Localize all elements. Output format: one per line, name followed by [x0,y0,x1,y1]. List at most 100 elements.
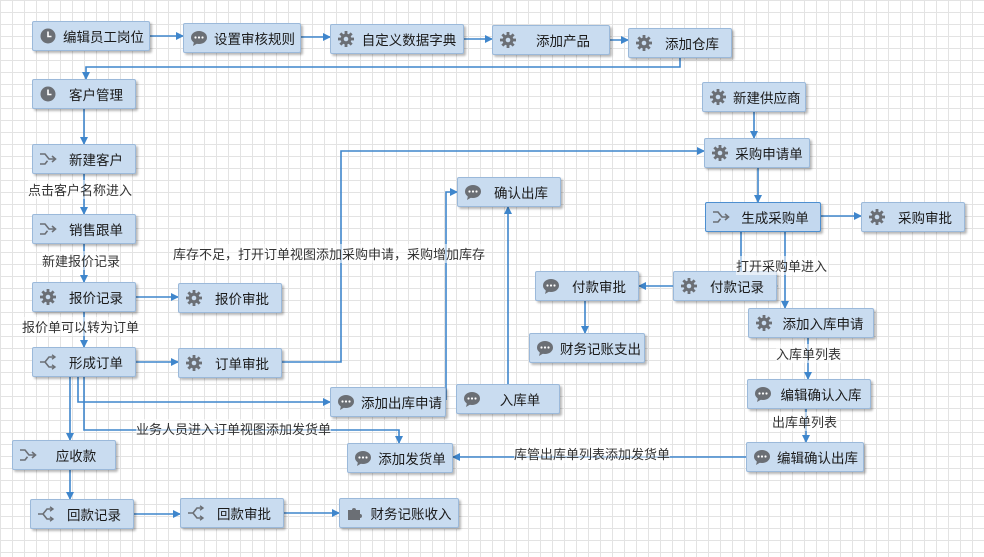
clock-icon [39,27,57,45]
node-finance-income[interactable]: 财务记账收入 [339,498,459,528]
merge-icon [19,446,37,464]
node-label: 新建客户 [69,153,123,169]
node-label: 添加入库申请 [782,317,864,333]
clock-icon [39,85,57,103]
chat-icon [536,339,554,357]
node-label: 编辑确认出库 [777,451,858,467]
node-label: 订单审批 [215,357,269,373]
node-label: 回款审批 [217,507,271,523]
node-label: 添加产品 [536,34,590,50]
node-label: 自定义数据字典 [361,33,457,49]
node-label: 财务记账收入 [370,507,452,523]
merge-icon [712,208,730,226]
node-customer-management[interactable]: 客户管理 [32,79,136,109]
chat-icon [542,277,560,295]
node-new-supplier[interactable]: 新建供应商 [702,82,806,112]
chat-icon [190,29,208,47]
gear-icon [499,31,517,49]
gear-icon [185,289,203,307]
chat-icon [464,183,482,201]
node-order-approval[interactable]: 订单审批 [178,348,282,378]
node-add-warehouse[interactable]: 添加仓库 [628,28,732,58]
node-label: 付款审批 [572,280,626,296]
node-label: 采购申请单 [735,147,803,163]
gear-icon [39,288,57,306]
node-inbound-slip[interactable]: 入库单 [456,384,560,414]
node-payment-record[interactable]: 付款记录 [673,271,777,301]
node-payment-approval[interactable]: 付款审批 [535,271,639,301]
node-label: 确认出库 [494,186,548,202]
edge-label-sales-add-delivery: 业务人员进入订单视图添加发货单 [136,419,332,438]
node-label: 采购审批 [898,211,952,227]
node-edit-post[interactable]: 编辑员工岗位 [32,21,150,51]
split-icon [39,353,57,371]
node-purchase-request[interactable]: 采购申请单 [704,138,810,168]
node-payment-received-record[interactable]: 回款记录 [30,499,134,529]
node-label: 新建供应商 [733,91,801,107]
node-label: 添加发货单 [378,452,446,468]
node-label: 报价记录 [69,291,123,307]
split-icon [37,505,55,523]
node-new-customer[interactable]: 新建客户 [32,144,136,174]
gear-icon [755,314,773,332]
node-label: 客户管理 [69,88,123,104]
gear-icon [337,30,355,48]
gear-icon [868,208,886,226]
node-label: 生成采购单 [741,211,809,227]
node-set-review-rules[interactable]: 设置审核规则 [183,23,301,53]
connector-arrow [77,377,331,406]
chat-icon [754,385,772,403]
node-label: 形成订单 [69,356,123,372]
gear-icon [680,277,698,295]
node-add-inbound-request[interactable]: 添加入库申请 [748,308,874,338]
node-label: 编辑员工岗位 [63,30,144,46]
chat-icon [354,449,372,467]
node-label: 付款记录 [710,280,764,296]
edge-label-quotation-to-order: 报价单可以转为订单 [22,317,140,336]
node-quotation-record[interactable]: 报价记录 [32,282,136,312]
node-edit-confirm-inbound[interactable]: 编辑确认入库 [747,379,871,409]
chat-icon [337,393,355,411]
split-icon [187,504,205,522]
gear-icon [709,88,727,106]
edge-label-new-quotation-record: 新建报价记录 [42,251,121,270]
puzzle-icon [346,504,364,522]
node-label: 财务记账支出 [560,342,641,358]
node-finance-expense[interactable]: 财务记账支出 [529,333,645,363]
merge-icon [39,150,57,168]
node-edit-confirm-outbound[interactable]: 编辑确认出库 [746,442,864,472]
node-confirm-outbound[interactable]: 确认出库 [457,177,561,207]
node-label: 销售跟单 [69,223,123,239]
node-label: 报价审批 [215,292,269,308]
edge-label-outbound-list: 出库单列表 [772,412,838,431]
chat-icon [463,390,481,408]
node-label: 应收款 [55,449,97,465]
edge-label-warehouse-add-delivery: 库管出库单列表添加发货单 [514,444,671,463]
connector-arrow [82,58,681,80]
node-label: 添加仓库 [665,37,719,53]
node-sales-follow-up[interactable]: 销售跟单 [32,214,136,244]
node-create-purchase-order[interactable]: 生成采购单 [705,202,821,232]
node-custom-dictionary[interactable]: 自定义数据字典 [330,24,464,54]
node-label: 添加出库申请 [361,396,442,412]
node-receivables[interactable]: 应收款 [12,440,116,470]
edge-label-insufficient-stock: 库存不足，打开订单视图添加采购申请，采购增加库存 [173,244,486,263]
node-add-delivery-note[interactable]: 添加发货单 [347,443,453,473]
edge-label-open-purchase-order: 打开采购单进入 [736,256,828,275]
node-add-product[interactable]: 添加产品 [492,25,610,55]
node-label: 回款记录 [67,508,121,524]
node-label: 入库单 [499,393,541,409]
node-create-order[interactable]: 形成订单 [32,347,136,377]
connector-arrow [445,188,458,400]
merge-icon [39,220,57,238]
gear-icon [635,34,653,52]
node-label: 编辑确认入库 [780,388,862,404]
node-quotation-approval[interactable]: 报价审批 [178,283,282,313]
node-payment-received-approval[interactable]: 回款审批 [180,498,284,528]
node-add-outbound-request[interactable]: 添加出库申请 [330,387,446,417]
node-purchase-approval[interactable]: 采购审批 [861,202,965,232]
chat-icon [753,448,771,466]
edge-label-inbound-list: 入库单列表 [776,344,842,363]
